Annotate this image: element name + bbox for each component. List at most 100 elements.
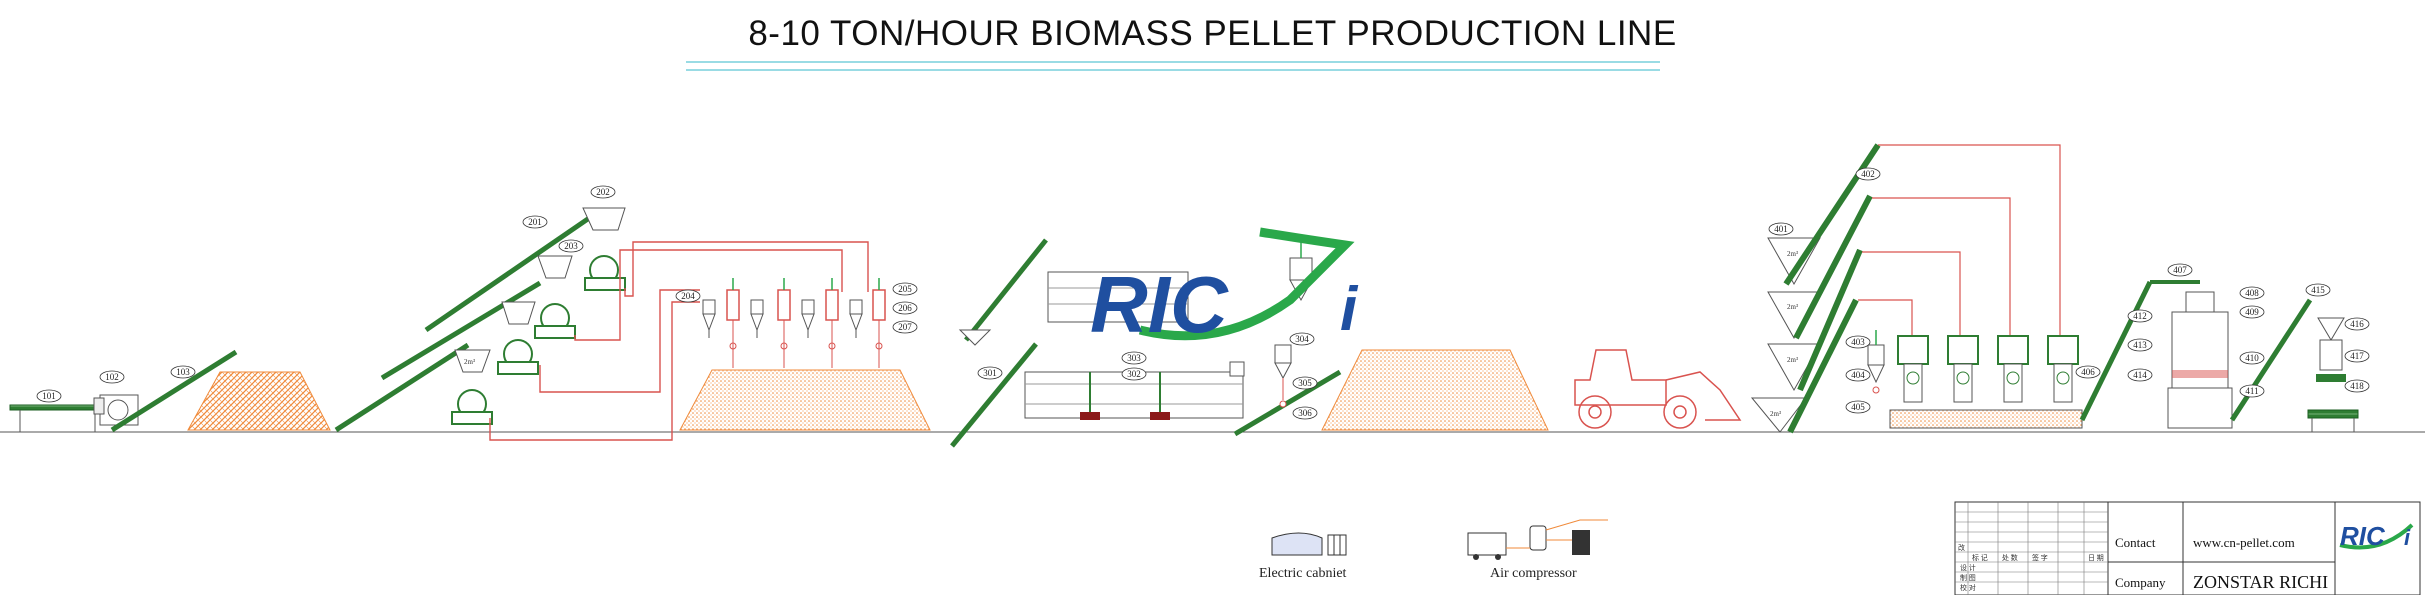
legend-electric-label: Electric cabniet — [1259, 566, 1347, 581]
callout-label: 401 — [1774, 224, 1788, 234]
callout-412: 412 — [2127, 309, 2153, 323]
conveyor-406 — [2079, 280, 2153, 422]
pellet-mills-403 — [1889, 335, 2083, 429]
callout-414: 414 — [2127, 368, 2153, 382]
callout-413: 413 — [2127, 338, 2153, 352]
tb-small-3: 签 字 — [2032, 553, 2048, 562]
tb-logo-main: RIC — [2340, 521, 2386, 551]
feed-pipes-400 — [1858, 144, 2061, 338]
callout-label: 305 — [1298, 378, 1312, 388]
incline-conveyor-201a — [334, 342, 470, 433]
callout-label: 404 — [1851, 370, 1865, 380]
bin-capacity-2: 2m³ — [1787, 303, 1798, 311]
logo-text-main: RIC — [1090, 260, 1229, 349]
callout-304: 304 — [1289, 332, 1315, 346]
callout-404: 404 — [1845, 368, 1871, 382]
callout-305: 305 — [1292, 376, 1318, 390]
cyclone-404 — [1867, 330, 1885, 394]
belt-conveyor-101 — [9, 404, 103, 411]
tb-small-1: 标 记 — [1972, 553, 1988, 562]
hammer-mill-1: 2m³ — [451, 349, 493, 425]
callout-203: 203 — [558, 239, 584, 253]
callout-407: 407 — [2167, 263, 2193, 277]
callout-label: 102 — [105, 372, 119, 382]
callout-label: 201 — [528, 217, 542, 227]
bin-capacity-4: 2m³ — [1770, 410, 1781, 418]
callout-label: 408 — [2245, 288, 2259, 298]
tb-contact-value: www.cn-pellet.com — [2193, 535, 2295, 550]
callout-418: 418 — [2344, 379, 2370, 393]
callout-202: 202 — [590, 185, 616, 199]
svg-text:2m³: 2m³ — [464, 358, 475, 366]
callout-204: 204 — [675, 289, 701, 303]
callout-label: 405 — [1851, 402, 1865, 412]
callout-306: 306 — [1292, 406, 1318, 420]
callout-label: 402 — [1861, 169, 1875, 179]
tb-logo-tail: i — [2404, 525, 2411, 550]
callout-303: 303 — [1121, 351, 1147, 365]
material-pile-2 — [679, 369, 931, 431]
callout-207: 207 — [892, 320, 918, 334]
incline-conveyor-201b — [380, 280, 542, 381]
incline-conveyor-306 — [1233, 369, 1342, 437]
callout-label: 206 — [898, 303, 912, 313]
hammer-mill-4 — [582, 207, 626, 291]
logo-text-tail: i — [1340, 275, 1359, 344]
incline-conveyor-301b — [964, 238, 1048, 342]
callout-410: 410 — [2239, 351, 2265, 365]
callout-label: 409 — [2245, 307, 2259, 317]
callout-411: 411 — [2239, 384, 2265, 398]
tb-company-value: ZONSTAR RICHI — [2193, 572, 2328, 592]
callout-label: 418 — [2350, 381, 2364, 391]
cooler-407 — [2150, 280, 2233, 429]
diagram-title: 8-10 TON/HOUR BIOMASS PELLET PRODUCTION … — [748, 14, 1677, 53]
dryer-unit-303 — [1047, 271, 1189, 323]
tb-small-5: 设 计 — [1960, 563, 1976, 572]
callout-label: 417 — [2350, 351, 2364, 361]
legend-air-label: Air compressor — [1490, 566, 1577, 581]
callout-label: 303 — [1127, 353, 1141, 363]
callout-label: 103 — [176, 367, 190, 377]
callout-415: 415 — [2305, 283, 2331, 297]
callout-406: 406 — [2075, 365, 2101, 379]
wheel-loader — [1574, 349, 1742, 429]
callout-label: 205 — [898, 284, 912, 294]
callout-409: 409 — [2239, 305, 2265, 319]
callout-label: 416 — [2350, 319, 2364, 329]
callout-label: 406 — [2081, 367, 2095, 377]
tb-small-4: 日 期 — [2088, 554, 2104, 562]
callout-101: 101 — [36, 389, 62, 403]
callout-label: 204 — [681, 291, 695, 301]
hammer-mill-3 — [534, 255, 576, 339]
callout-403: 403 — [1845, 335, 1871, 349]
storage-bins-401: 2m³ 2m³ 2m³ 2m³ — [1750, 237, 1821, 433]
callout-206: 206 — [892, 301, 918, 315]
tb-small-2: 处 数 — [2002, 553, 2018, 562]
callout-416: 416 — [2344, 317, 2370, 331]
callout-201: 201 — [522, 215, 548, 229]
packing-415 — [2307, 317, 2359, 432]
tb-small-7: 校 对 — [1960, 583, 1976, 592]
material-pile-1 — [187, 371, 331, 431]
incline-conveyor-103 — [110, 349, 238, 433]
callout-label: 202 — [596, 187, 610, 197]
callout-402: 402 — [1855, 167, 1881, 181]
tb-small-6: 制 图 — [1960, 573, 1976, 582]
callout-label: 407 — [2173, 265, 2187, 275]
section-100-feeding — [9, 349, 331, 433]
electric-cabinet-icon — [1271, 532, 1347, 556]
callout-label: 101 — [42, 391, 56, 401]
callout-label: 410 — [2245, 353, 2259, 363]
tb-company-label: Company — [2115, 575, 2166, 590]
section-400-pelletizing: 2m³ 2m³ 2m³ 2m³ — [1750, 143, 2359, 434]
callout-label: 304 — [1295, 334, 1309, 344]
callout-417: 417 — [2344, 349, 2370, 363]
conveyor-411 — [2229, 298, 2313, 422]
section-300-dryer — [950, 236, 1742, 448]
callout-label: 413 — [2133, 340, 2147, 350]
callout-label: 203 — [564, 241, 578, 251]
callout-205: 205 — [892, 282, 918, 296]
hammer-mill-2 — [497, 301, 539, 375]
